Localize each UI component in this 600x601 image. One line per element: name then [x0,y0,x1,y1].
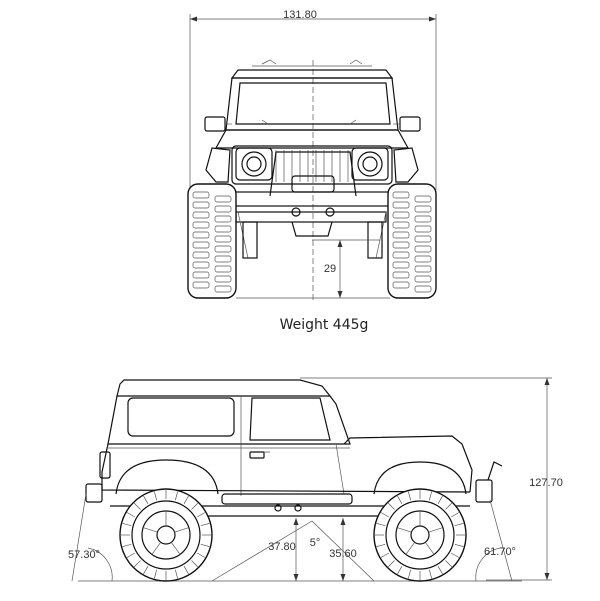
front-wheel [373,488,467,582]
rock-slider [221,493,353,505]
front-clearance-dimension: 37.80 [268,518,299,581]
left-mirror [204,116,226,132]
cabin [225,77,399,131]
front-bumper-side [475,479,493,503]
side-roof [116,379,332,397]
departure-angle: 61.70° [475,499,516,582]
door-window [249,397,331,441]
front-left-wheel [187,183,237,299]
rear-wheel [119,488,213,582]
rear-clearance-value: 35.60 [329,548,357,560]
grille [231,145,393,185]
departure-angle-value: 61.70° [484,546,516,558]
windshield [235,82,391,125]
height-value: 127.70 [529,477,563,489]
weight-label: Weight 445g [280,317,369,333]
breakover-angle-value: 5° [310,537,321,549]
right-mirror [399,116,421,132]
side-body [101,443,471,493]
front-bumper [225,191,399,207]
rear-clearance-dimension: 35.60 [329,518,357,581]
approach-angle: 57.30° [68,493,113,582]
front-view: 131.80 [187,9,437,300]
rear-fender [115,459,219,495]
side-hood [343,435,473,493]
front-clearance-value: 37.80 [268,541,296,553]
width-dimension: 131.80 [189,9,437,190]
right-headlight [351,147,389,181]
left-headlight [235,147,273,181]
front-axle [235,211,387,223]
ground-clearance-value: 29 [324,263,336,275]
bull-bar [269,151,357,197]
front-fender [373,461,467,495]
side-view: 127.70 [68,377,563,582]
rear-side-window [127,397,235,437]
height-dimension: 127.70 [300,377,563,581]
roof [230,69,394,79]
ground-clearance-dimension: 29 [236,239,390,299]
approach-angle-value: 57.30° [68,549,100,561]
hood [214,129,410,149]
front-right-wheel [387,183,437,299]
width-value: 131.80 [283,9,317,21]
tail-light [99,451,111,479]
rear-bumper [85,483,103,503]
